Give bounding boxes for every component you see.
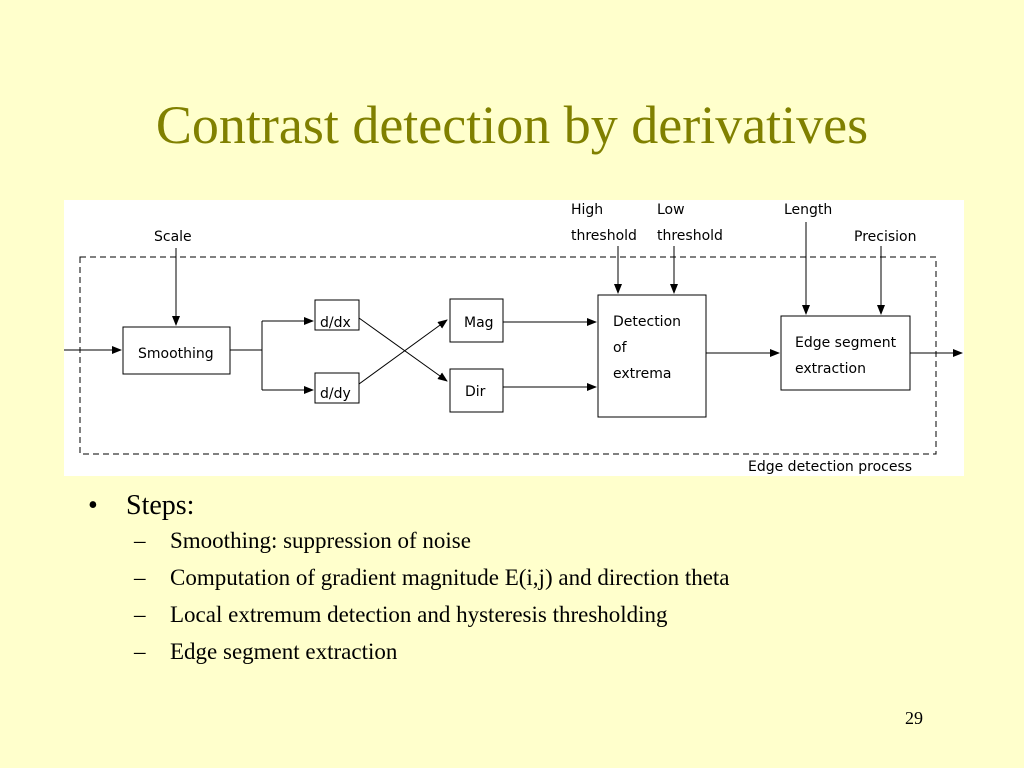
dash-marker: – [134,565,146,590]
edge-segment-label-line2: extraction [795,361,866,377]
ddx-block [314,299,360,331]
smoothing-block [122,326,231,375]
mag-block [449,298,504,343]
high-threshold-label-line1: High [571,202,603,218]
list-item-text: Local extremum detection and hysteresis … [170,602,668,627]
detection-label-line1: Detection [613,314,681,330]
bullet-marker: • [88,490,98,521]
length-label: Length [784,202,832,218]
edge-segment-label-line1: Edge segment [795,335,897,351]
dash-marker: – [134,602,146,627]
page-number: 29 [905,708,923,728]
dash-marker: – [134,639,146,664]
list-item-text: Computation of gradient magnitude E(i,j)… [170,565,730,590]
dir-block [449,368,504,413]
ddy-block [314,372,360,404]
high-threshold-label-line2: threshold [571,228,637,244]
detection-label-line2: of [613,340,628,356]
low-threshold-label-line2: threshold [657,228,723,244]
smoothing-branch [230,321,263,351]
list-item: – Smoothing: suppression of noise [134,528,988,565]
list-item: – Local extremum detection and hysteresi… [134,602,988,639]
low-threshold-label-line1: Low [657,202,685,218]
smoothing-label: Smoothing [138,346,214,362]
detection-block [597,294,707,418]
edge-detection-diagram: Scale High threshold Low threshold Lengt… [64,200,964,476]
ddy-to-mag-arrow [358,319,448,385]
steps-heading-row: • Steps: [88,490,988,522]
ddx-to-dir-arrow [358,317,448,382]
list-item: – Edge segment extraction [134,639,988,676]
steps-list: • Steps: – Smoothing: suppression of noi… [88,490,988,676]
process-label: Edge detection process [748,459,912,475]
ddy-label: d/dy [320,386,351,402]
edge-segment-block [780,315,911,391]
list-item-text: Edge segment extraction [170,639,398,664]
steps-heading: Steps: [126,490,195,521]
list-item: – Computation of gradient magnitude E(i,… [134,565,988,602]
ddx-label: d/dx [320,315,351,331]
dir-label: Dir [465,384,486,400]
diagram-canvas: Scale High threshold Low threshold Lengt… [64,202,963,475]
dash-marker: – [134,528,146,553]
list-item-text: Smoothing: suppression of noise [170,528,471,553]
process-boundary [79,256,937,455]
mag-label: Mag [464,315,494,331]
slide-title: Contrast detection by derivatives [155,95,869,155]
scale-label: Scale [154,229,192,245]
steps-sub-list: – Smoothing: suppression of noise – Comp… [88,528,988,676]
detection-label-line3: extrema [613,366,671,382]
precision-label: Precision [854,229,916,245]
